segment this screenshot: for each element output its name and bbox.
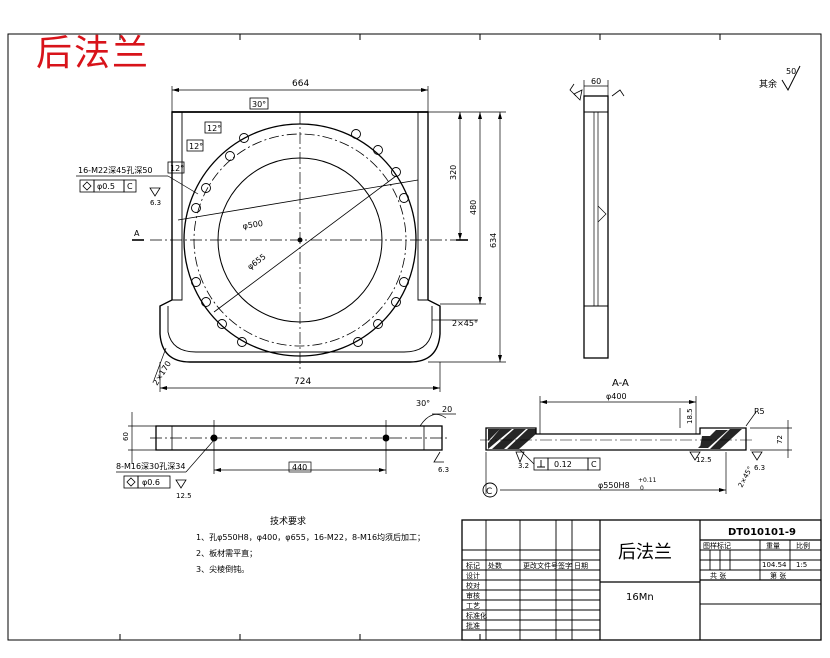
dim-phi500: φ500 (242, 219, 264, 231)
bottom-dim-60: 60 (122, 432, 130, 441)
section-dim-phi400: φ400 (606, 392, 627, 401)
tb-weight: 104.54 (762, 561, 787, 569)
hole-datum: C (127, 182, 133, 191)
tech-notes-title: 技术要求 (270, 515, 306, 527)
section-dim-72: 72 (776, 435, 784, 444)
roughness-value: 50 (786, 67, 796, 76)
tb-weight-label: 重量 (766, 542, 780, 550)
section-tol-lower: 0 (640, 485, 644, 492)
angle-12c: 12° (170, 164, 184, 173)
section-finish-63: 6.3 (754, 464, 765, 472)
bolt-holes (191, 129, 409, 347)
tb-col-mark: 标记 (466, 561, 480, 570)
dim-724: 724 (294, 377, 311, 387)
section-finish-32: 3.2 (518, 462, 529, 470)
bottom-finish-2: 12.5 (176, 492, 192, 500)
tb-col-count: 处数 (488, 561, 502, 570)
bottom-finish: 6.3 (438, 466, 449, 474)
bottom-view: 440 60 30° 20 6.3 8-M16深30孔深34 φ0.6 12.5 (116, 399, 456, 500)
drawing-border (7, 33, 822, 641)
chamfer-left: 2×170 (151, 359, 173, 387)
dim-phi655: φ655 (246, 252, 268, 272)
tech-note-1: 1、孔φ550H8，φ400，φ655，16-M22，8-M16均须后加工； (196, 532, 425, 542)
section-inner-dim: 18.5 (686, 408, 694, 424)
tb-scale-label: 比例 (796, 541, 810, 550)
section-datum-c: C (486, 487, 492, 497)
tech-note-3: 3、尖棱倒钝。 (196, 564, 249, 574)
angle-12a: 12° (207, 124, 221, 133)
angle-12b: 12° (189, 142, 203, 151)
section-perp-tol: 0.12 (554, 460, 572, 469)
tb-row-design: 设计 (466, 571, 480, 580)
roughness-label: 其余 (759, 78, 777, 90)
tb-drawing-no: DT010101-9 (728, 527, 796, 538)
tb-part-name: 后法兰 (618, 542, 672, 563)
dim-664: 664 (292, 79, 309, 89)
side-view: 60 (569, 77, 625, 359)
tb-row-check: 校对 (466, 581, 480, 590)
title-block: 标记 处数 更改文件号 签字 日期 设计 校对 审核 工艺 标准化 批准 后法兰… (461, 519, 822, 641)
tb-row-process: 工艺 (466, 602, 480, 610)
section-view: A-A φ400 φ550H8 +0.11 0 C 0.12 C 3.2 12.… (480, 378, 792, 498)
tb-row-standard: 标准化 (466, 611, 487, 620)
section-mark-left: A (134, 229, 140, 238)
tb-sheet-no: 第 张 (770, 571, 786, 580)
bottom-dim-20: 20 (442, 405, 452, 414)
tech-note-2: 2、板材需平直； (196, 548, 257, 558)
section-finish-125: 12.5 (696, 456, 712, 464)
tb-row-approve: 批准 (466, 621, 480, 630)
side-dim-60: 60 (591, 77, 601, 86)
plate-outline (159, 111, 441, 363)
part-name-watermark: 后法兰 (36, 33, 151, 74)
tb-col-date: 日期 (574, 562, 588, 570)
hole-tolerance: φ0.5 (97, 182, 115, 191)
bottom-angle-30: 30° (416, 399, 430, 408)
bottom-dim-440: 440 (292, 463, 307, 472)
hole-note-m22: 16-M22深45孔深50 (78, 166, 153, 175)
section-r5: R5 (754, 407, 765, 416)
side-profile (583, 95, 609, 359)
dim-634: 634 (489, 233, 498, 248)
tb-sheets-total: 共 张 (710, 571, 726, 580)
tb-row-review: 审核 (466, 591, 480, 600)
tb-material: 16Mn (626, 592, 654, 603)
dim-320: 320 (449, 165, 458, 180)
tb-stage-label: 图样标记 (703, 541, 731, 550)
finish-left: 6.3 (150, 199, 161, 207)
section-chamfer: 2×45° (737, 465, 755, 489)
chamfer-right: 2×45° (452, 319, 478, 328)
section-tol-upper: +0.11 (638, 477, 657, 484)
section-title: A-A (612, 378, 629, 389)
section-perp-datum: C (591, 460, 597, 469)
dim-480: 480 (469, 200, 478, 215)
tb-col-sign: 签字 (558, 561, 572, 570)
section-dim-phi550: φ550H8 (598, 481, 630, 490)
general-roughness: 其余 50 (759, 65, 801, 92)
tb-col-docno: 更改文件号 (523, 561, 558, 570)
front-view: 664 724 320 480 634 30° 12° 12° 12° φ500… (76, 79, 506, 392)
bottom-hole-note: 8-M16深30孔深34 (116, 462, 185, 471)
tb-scale: 1:5 (796, 561, 807, 569)
bottom-hole-tolerance: φ0.6 (142, 478, 160, 487)
technical-notes: 技术要求 1、孔φ550H8，φ400，φ655，16-M22，8-M16均须后… (196, 515, 425, 574)
angle-30: 30° (252, 100, 266, 109)
